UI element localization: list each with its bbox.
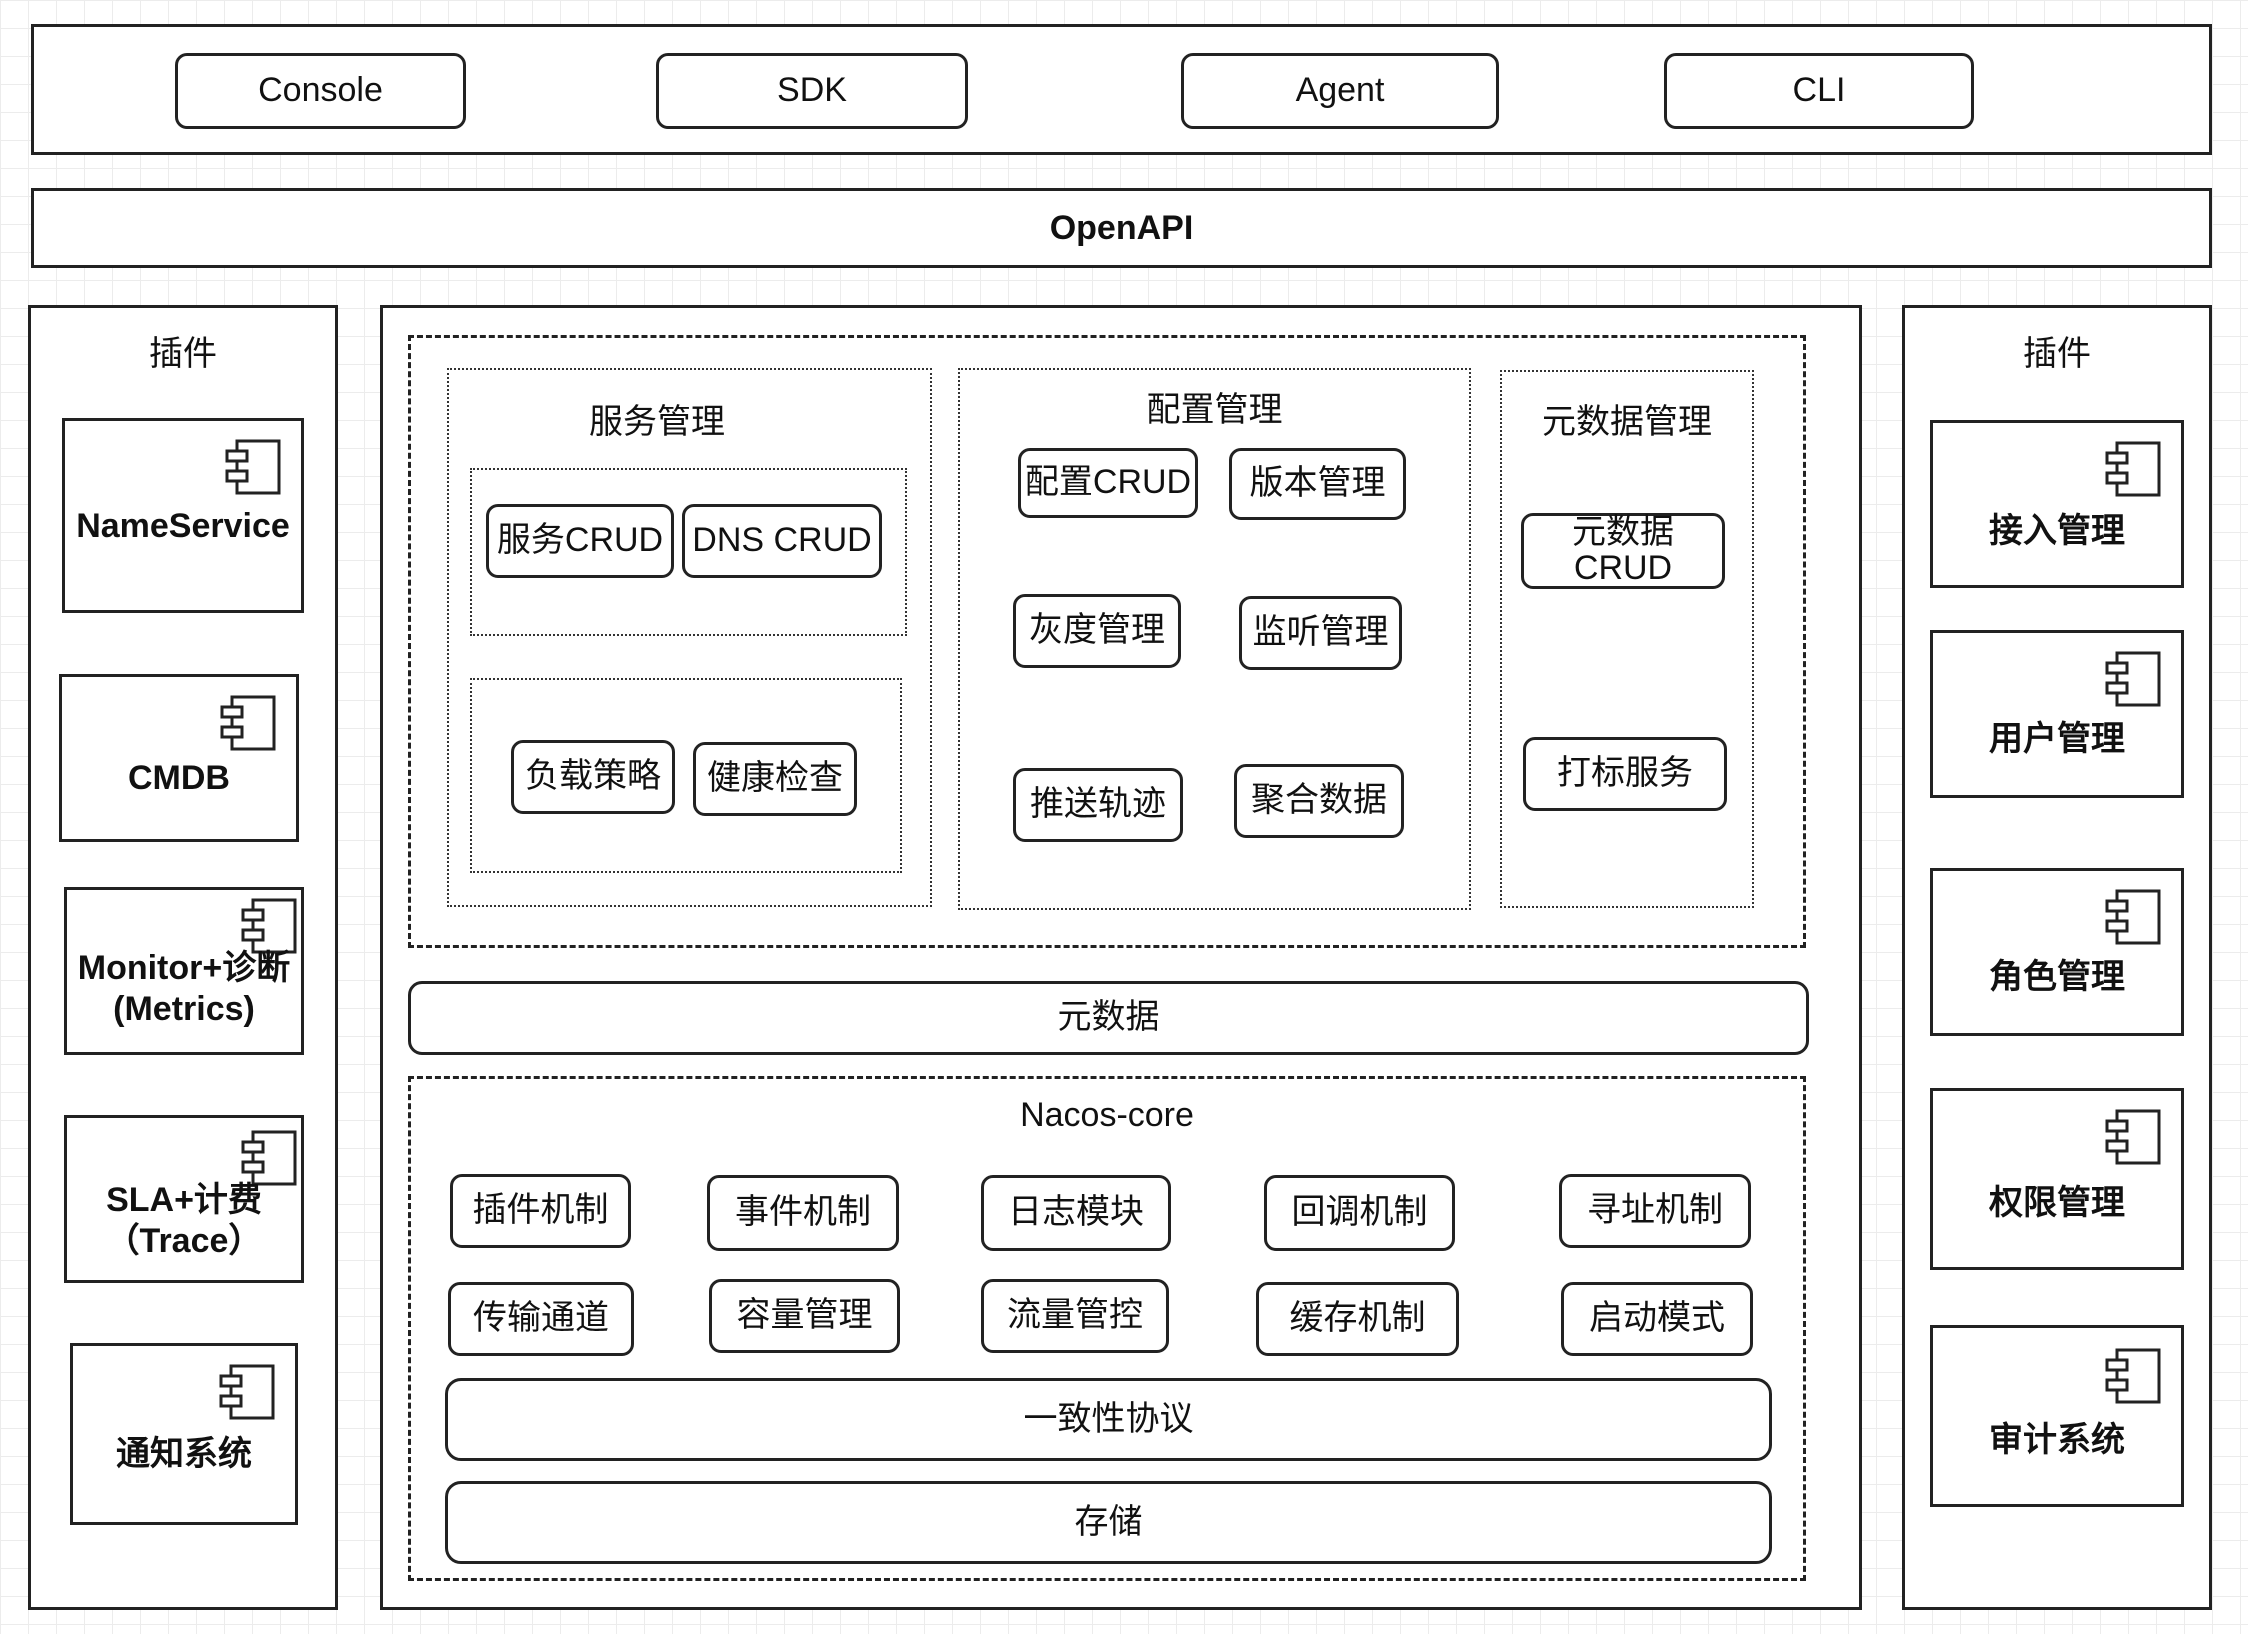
addressing-mechanism: 寻址机制 <box>1559 1174 1751 1248</box>
plugin-label-line1: SLA+计费 <box>106 1181 262 1219</box>
plugin-user-mgmt: 用户管理 <box>1930 630 2184 798</box>
service-group-strategy <box>470 678 902 873</box>
consensus-protocol: 一致性协议 <box>445 1378 1772 1461</box>
callback-mechanism: 回调机制 <box>1264 1175 1455 1251</box>
metadata-mgmt-title: 元数据管理 <box>1542 402 1712 441</box>
traffic-control: 流量管控 <box>981 1279 1169 1353</box>
health-check: 健康检查 <box>693 742 857 816</box>
service-mgmt-section <box>447 368 932 907</box>
event-mechanism: 事件机制 <box>707 1175 899 1251</box>
dns-crud: DNS CRUD <box>682 504 882 578</box>
load-strategy: 负载策略 <box>511 740 675 814</box>
plugin-permission-mgmt: 权限管理 <box>1930 1088 2184 1270</box>
aggregate-data: 聚合数据 <box>1234 764 1404 838</box>
plugin-audit-system: 审计系统 <box>1930 1325 2184 1507</box>
component-icon <box>218 693 278 753</box>
metadata-crud: 元数据 CRUD <box>1521 513 1725 589</box>
storage: 存储 <box>445 1481 1772 1564</box>
openapi-label: OpenAPI <box>1049 208 1194 247</box>
plugin-label-line2: （Trace） <box>105 1221 263 1260</box>
plugin-cmdb: CMDB <box>59 674 299 842</box>
service-crud: 服务CRUD <box>486 504 674 578</box>
component-icon <box>2103 1346 2163 1406</box>
plugin-label-line2: (Metrics) <box>113 989 255 1028</box>
component-icon <box>2103 887 2163 947</box>
tagging-service: 打标服务 <box>1523 737 1727 811</box>
metadata-bar: 元数据 <box>408 981 1809 1055</box>
component-icon <box>239 1128 299 1188</box>
capacity-mgmt: 容量管理 <box>709 1279 900 1353</box>
plugin-monitor: Monitor+诊断 (Metrics) <box>64 887 304 1055</box>
plugin-label: 角色管理 <box>1989 958 2125 996</box>
config-crud: 配置CRUD <box>1018 448 1198 518</box>
component-icon <box>217 1362 277 1422</box>
plugin-label: 通知系统 <box>116 1435 252 1473</box>
config-mgmt-section <box>958 368 1471 910</box>
listener-mgmt: 监听管理 <box>1239 596 1402 670</box>
plugin-label: NameService <box>76 507 290 546</box>
service-group-crud <box>470 468 907 636</box>
client-console: Console <box>175 53 466 129</box>
gray-release-mgmt: 灰度管理 <box>1013 594 1181 668</box>
client-cli: CLI <box>1664 53 1974 129</box>
nacos-core-title: Nacos-core <box>1020 1095 1194 1134</box>
plugin-notification: 通知系统 <box>70 1343 298 1525</box>
plugin-access-mgmt: 接入管理 <box>1930 420 2184 588</box>
plugin-label: 用户管理 <box>1989 720 2125 758</box>
component-icon <box>2103 439 2163 499</box>
client-sdk: SDK <box>656 53 968 129</box>
startup-mode: 启动模式 <box>1561 1282 1753 1356</box>
plugin-label-line1: Monitor+诊断 <box>77 949 291 987</box>
plugin-sla: SLA+计费 （Trace） <box>64 1115 304 1283</box>
plugin-label: CMDB <box>128 759 230 797</box>
plugin-nameservice: NameService <box>62 418 304 613</box>
metadata-mgmt-section <box>1500 370 1754 908</box>
functional-area <box>408 335 1806 948</box>
transport-channel: 传输通道 <box>448 1282 634 1356</box>
component-icon <box>2103 1107 2163 1167</box>
plugin-label: 权限管理 <box>1989 1184 2125 1222</box>
version-mgmt: 版本管理 <box>1229 448 1406 520</box>
client-agent: Agent <box>1181 53 1499 129</box>
cache-mechanism: 缓存机制 <box>1256 1282 1459 1356</box>
component-icon <box>239 896 299 956</box>
log-module: 日志模块 <box>981 1175 1171 1251</box>
nacos-core-area <box>408 1076 1806 1581</box>
plugin-mechanism: 插件机制 <box>450 1174 631 1248</box>
plugin-label: 审计系统 <box>1989 1421 2125 1459</box>
right-plugins-title: 插件 <box>2023 334 2091 373</box>
component-icon <box>223 437 283 497</box>
plugin-role-mgmt: 角色管理 <box>1930 868 2184 1036</box>
plugin-label: 接入管理 <box>1989 512 2125 550</box>
component-icon <box>2103 649 2163 709</box>
service-mgmt-title: 服务管理 <box>589 402 725 441</box>
openapi-layer: OpenAPI <box>31 188 2212 268</box>
left-plugins-title: 插件 <box>149 334 217 373</box>
push-trace: 推送轨迹 <box>1013 768 1183 842</box>
config-mgmt-title: 配置管理 <box>1146 390 1283 429</box>
